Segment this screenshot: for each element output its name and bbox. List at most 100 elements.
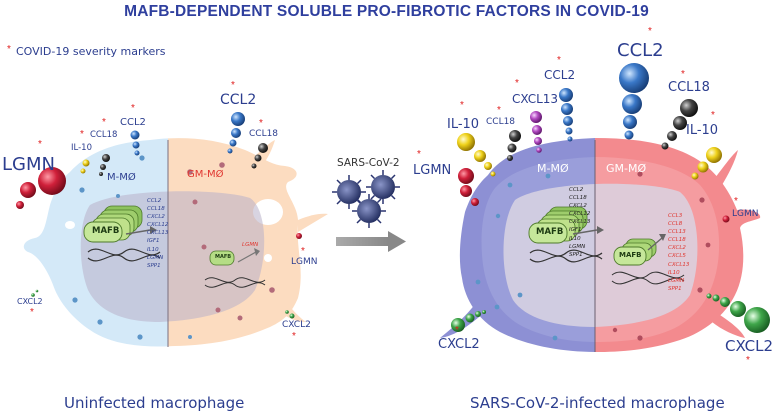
il10-sphere <box>697 161 709 173</box>
severity-star: * <box>711 110 715 121</box>
dna-strand <box>529 255 603 263</box>
mafb-protein-stack <box>528 206 588 244</box>
pseudopod <box>440 300 485 338</box>
cxcl13-sphere <box>530 111 542 123</box>
gm-macrophage-label: GM-MØ <box>187 169 224 180</box>
lgmn-label: LGMN <box>2 154 55 175</box>
gene-item: SPP1 <box>569 251 583 258</box>
il10-sphere <box>474 150 486 162</box>
il10-label: IL-10 <box>71 143 92 153</box>
gene-item: CCL2 <box>569 187 584 193</box>
severity-star: * <box>102 117 106 128</box>
uninfected-macrophage <box>23 138 328 347</box>
cxcl2-sphere <box>285 310 289 314</box>
severity-star: * <box>131 103 135 114</box>
gene-item: LGMN <box>668 277 685 284</box>
ccl2-sphere <box>227 148 233 154</box>
gene-item: CXCL5 <box>668 253 686 260</box>
cxcl2-gm-label: CXCL2 <box>725 337 773 355</box>
ccl18-sphere <box>251 163 257 169</box>
lgmn-sphere <box>20 182 36 198</box>
ccl18-sphere <box>509 130 521 142</box>
severity-star: * <box>292 331 296 342</box>
transcription-arrow-head <box>254 248 260 256</box>
transcription-arrow-head <box>597 226 604 234</box>
m-gene-list: CCL2 CCL18 CXCL2 CXCL12 CXCL13 IGF1 IL10… <box>569 186 590 259</box>
pseudopod <box>712 315 745 338</box>
lgmn-sphere <box>38 167 66 195</box>
granules <box>612 171 711 341</box>
cxcl2-sphere <box>451 318 465 332</box>
severity-star: * <box>515 78 519 89</box>
ccl18-sphere <box>99 172 103 176</box>
il10-sphere <box>490 171 496 177</box>
ccl2-sphere <box>134 150 140 156</box>
ccl2-sphere <box>559 88 573 102</box>
transcription-arrow <box>572 229 598 235</box>
gene-item: CXCL12 <box>569 211 591 218</box>
ccl2-sphere <box>130 130 140 140</box>
infection-arrow <box>336 231 406 252</box>
dna-strand <box>204 282 266 288</box>
dna-strand <box>87 248 161 256</box>
mafb-label: MAFB <box>536 227 564 237</box>
cxcl2-sphere <box>712 294 720 302</box>
cxcl2-label: CXCL2 <box>17 297 43 306</box>
gene-item: LGMN <box>242 242 259 248</box>
severity-star: * <box>460 100 464 111</box>
pseudopod <box>298 213 328 232</box>
gene-item: CXCL2 <box>147 214 165 221</box>
dna-strand <box>204 277 266 283</box>
lgmn-sphere <box>460 185 472 197</box>
gene-item: CXCL2 <box>569 203 587 210</box>
gm-gene-list: LGMN <box>242 241 258 249</box>
cxcl2-sphere <box>730 301 746 317</box>
ccl18-label: CCL18 <box>486 117 516 127</box>
ccl2-gm-label: CCL2 <box>617 40 664 61</box>
transcription-arrow <box>125 229 151 235</box>
severity-star: * <box>557 55 561 66</box>
sars-cov-2-label: SARS-CoV-2 <box>337 157 400 169</box>
cxcl13-sphere <box>534 137 542 145</box>
il10-sphere <box>484 162 492 170</box>
ccl2-sphere <box>619 63 649 93</box>
gene-item: CXCL12 <box>147 222 169 229</box>
cxcl2-sphere <box>744 307 770 333</box>
gene-item: CCL13 <box>668 229 686 236</box>
transcription-arrow <box>647 237 663 251</box>
ccl18-sphere <box>673 116 687 130</box>
gene-item: CXCL2 <box>668 245 686 252</box>
lgmn-gm-label: LGMN <box>291 257 318 267</box>
cxcl2-sphere <box>289 313 295 319</box>
gene-item: IL10 <box>147 246 159 253</box>
granules <box>187 162 275 321</box>
dna-strand <box>87 254 161 262</box>
gene-item: CXCL13 <box>668 261 690 268</box>
gm-gene-list: CCL3 CCL8 CCL13 CCL18 CXCL2 CXCL5 CXCL13… <box>668 212 689 293</box>
cxcl13-sphere <box>532 125 542 135</box>
cxcl2-sphere <box>35 289 39 293</box>
ccl2-sphere <box>567 136 573 142</box>
severity-star: * <box>30 307 34 318</box>
gene-item: CCL18 <box>147 206 165 213</box>
ccl18-sphere <box>667 131 677 141</box>
ccl18-sphere <box>258 143 268 153</box>
lgmn-sphere <box>722 215 730 223</box>
mafb-small-label: MAFB <box>215 254 232 260</box>
cxcl2-label: CXCL2 <box>438 337 480 352</box>
transcription-arrow-head <box>659 234 666 241</box>
il10-label: IL-10 <box>447 117 480 132</box>
mafb-protein-small <box>209 250 235 266</box>
dna-strand <box>611 277 685 285</box>
ccl18-sphere <box>254 154 262 162</box>
gene-item: CCL2 <box>147 198 162 204</box>
severity-star: * <box>497 105 501 116</box>
m-macrophage-label: M-MØ <box>107 172 136 183</box>
severity-star: * <box>80 129 84 140</box>
cxcl13-sphere <box>536 147 542 153</box>
severity-star: * <box>648 26 652 37</box>
ccl2-sphere <box>231 112 245 126</box>
m-macrophage-label: M-MØ <box>537 162 569 175</box>
gene-item: CCL3 <box>668 213 683 219</box>
